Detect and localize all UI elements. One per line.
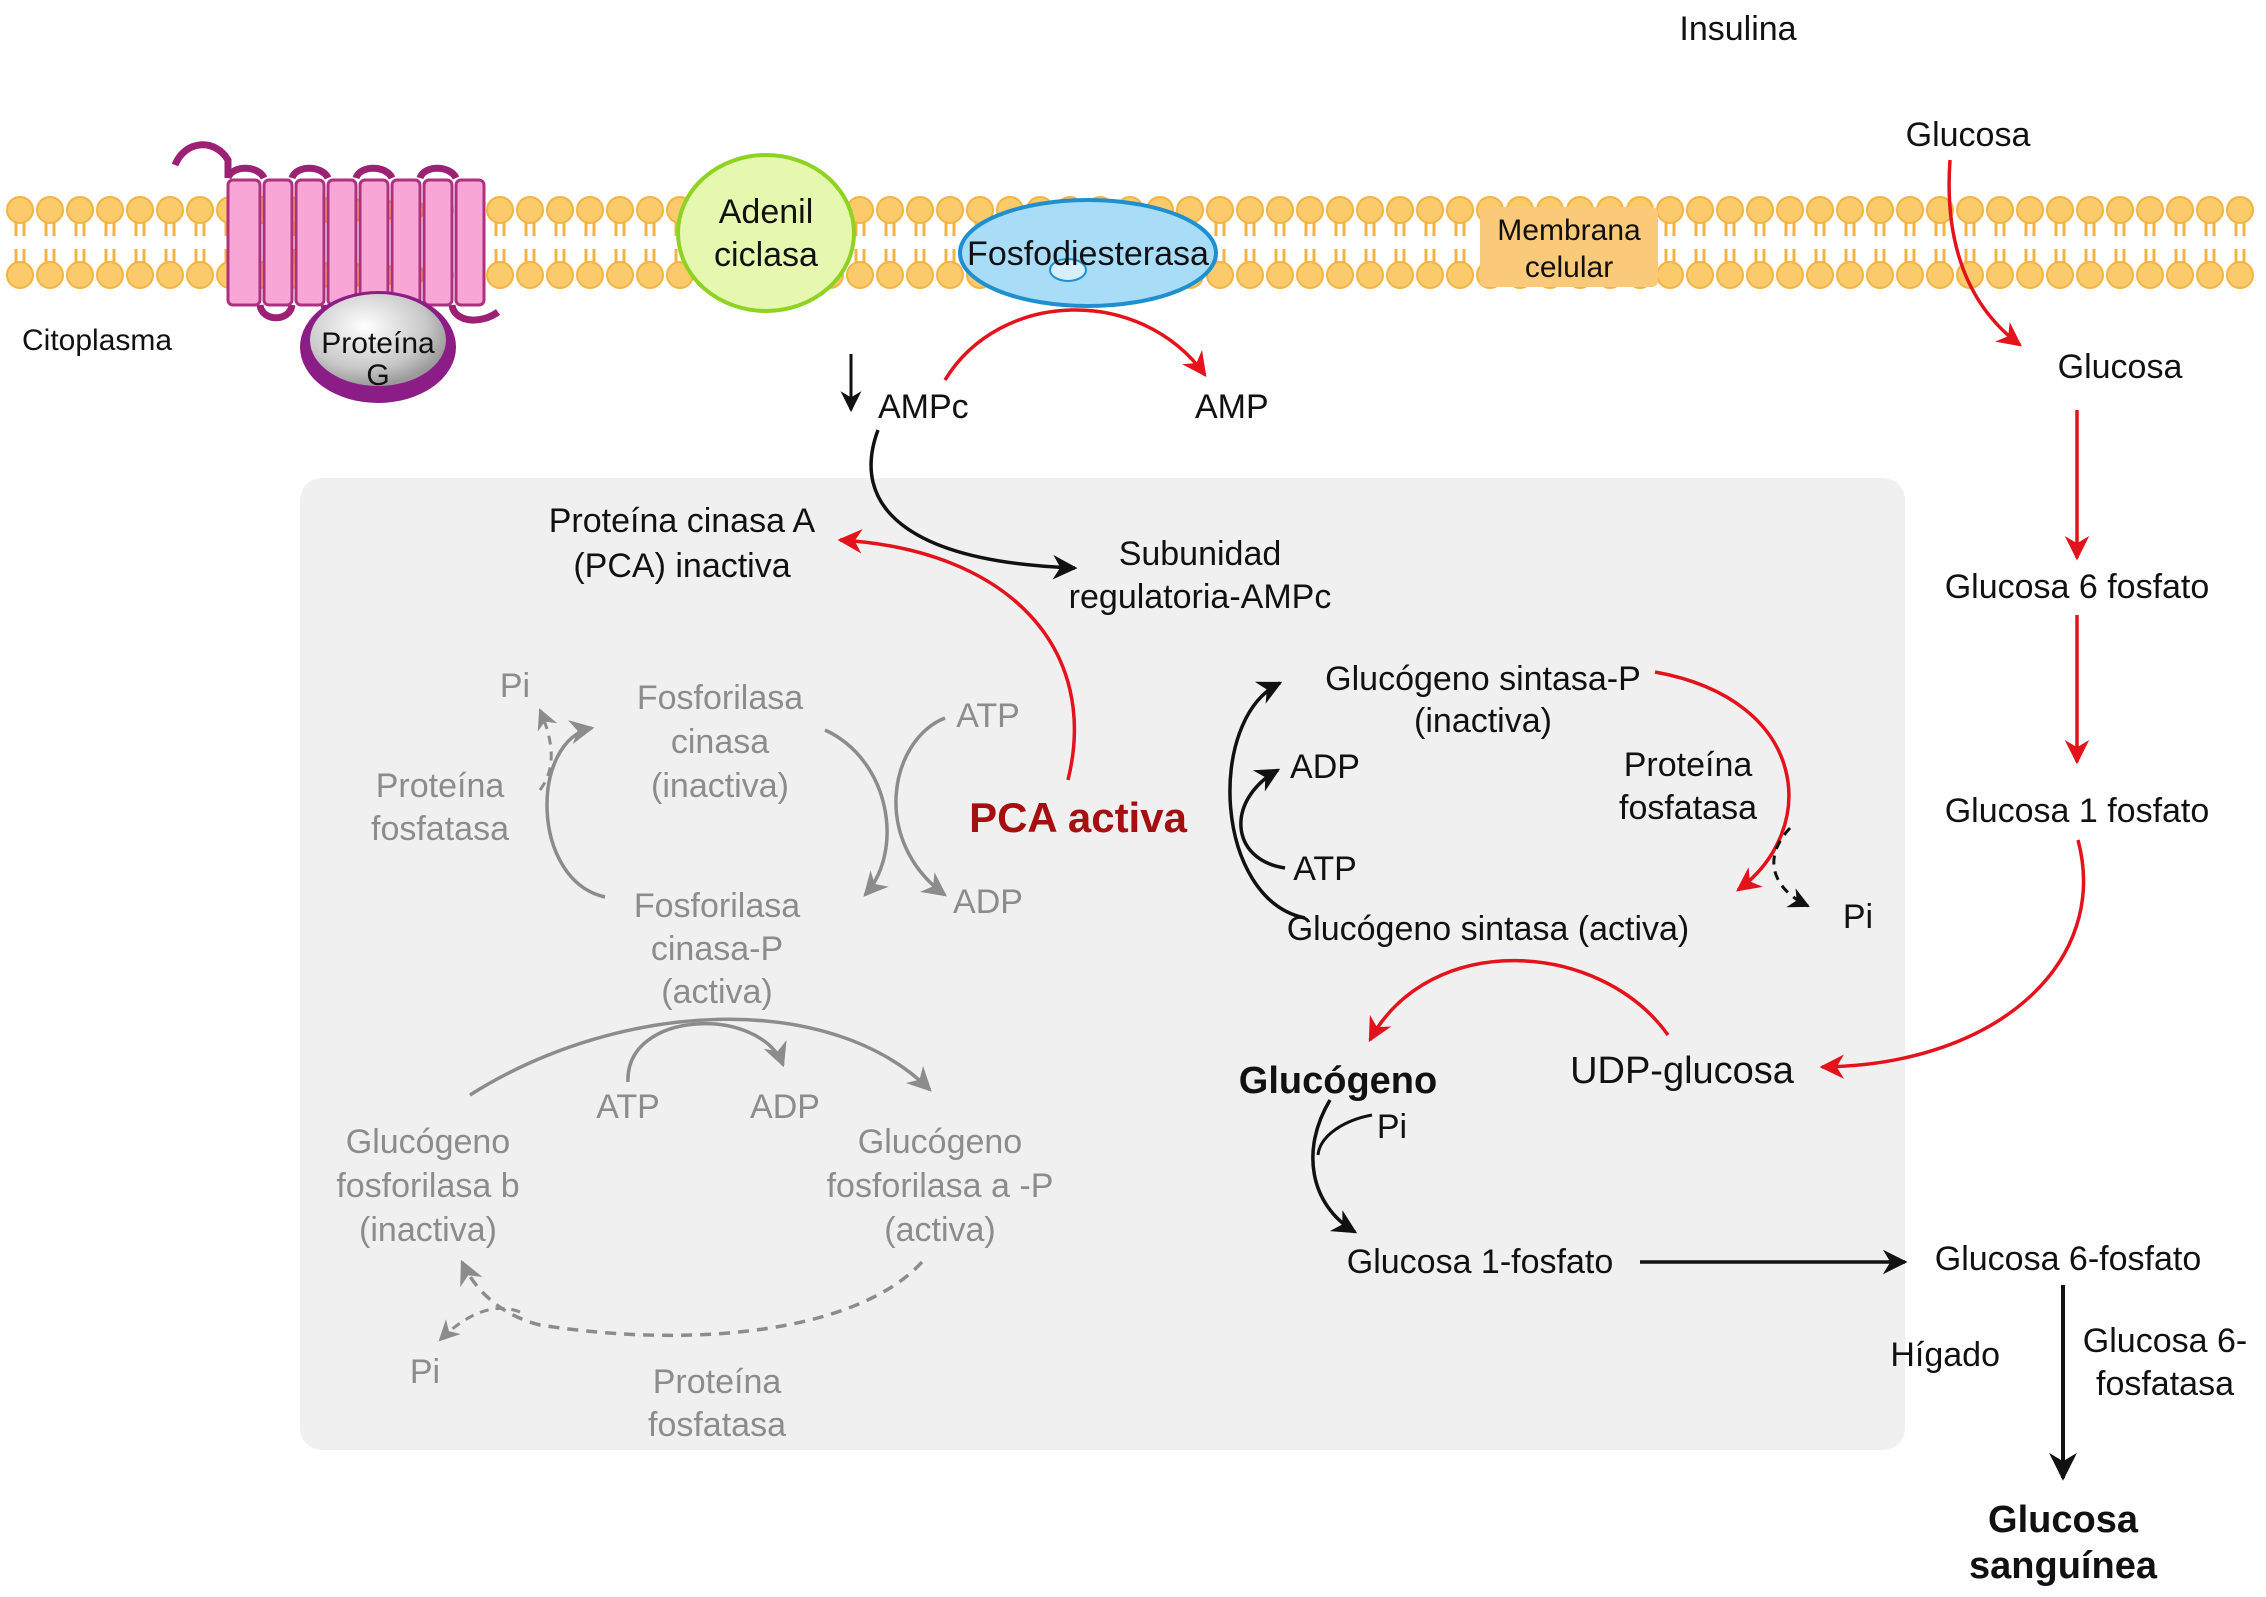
membrane-label-line1: Membrana [1497, 214, 1641, 247]
pi-label-1: Pi [500, 667, 530, 705]
phosphorylase-b-line2: fosforilasa b [336, 1167, 519, 1205]
adenyl-cyclase-label-line2: ciclasa [714, 236, 818, 274]
phosphatase-1-line2: fosfatasa [371, 810, 509, 848]
glycogen-to-g1p-arrow [1311, 1099, 1358, 1234]
phk-inactive-line2: cinasa [671, 723, 769, 761]
ampc-label: AMPc [878, 388, 969, 426]
pi-release-arrow-3 [1772, 826, 1810, 908]
g6p-right-label: Glucosa 6 fosfato [1945, 568, 2210, 606]
insulin-label: Insulina [1679, 10, 1796, 48]
adenyl-cyclase-icon [676, 153, 856, 313]
phosphatase-1-line1: Proteína [376, 767, 505, 805]
ampc-to-amp-arrow [943, 308, 1207, 381]
udp-glucose-label: UDP-glucosa [1570, 1050, 1795, 1092]
g-protein-label-line2: G [366, 359, 389, 392]
phosphodiesterase-label: Fosfodiesterasa [967, 235, 1209, 273]
ampc-to-subunit-arrow [869, 429, 1078, 580]
pi-release-arrow-2 [438, 1306, 521, 1342]
blood-glucose-line2: sanguínea [1969, 1545, 2158, 1587]
pi-label-2: Pi [410, 1353, 440, 1391]
cytoplasm-panel [300, 478, 1905, 1450]
blood-glucose-line1: Glucosa [1988, 1499, 2139, 1541]
pka-inactive-label-line1: Proteína cinasa A [549, 502, 816, 540]
adp-label-1: ADP [953, 883, 1023, 921]
gs-phosphorylation-arrow [1228, 681, 1306, 920]
liver-label: Hígado [1890, 1336, 2000, 1374]
adp-label-2: ADP [750, 1088, 820, 1126]
amp-label: AMP [1195, 388, 1269, 426]
atp-to-adp-arrow-1 [894, 716, 947, 897]
gs-inactive-line1: Glucógeno sintasa-P [1325, 660, 1641, 698]
atp-to-adp-arrow-3 [1239, 768, 1286, 870]
pka-activation-arrow [837, 529, 1077, 781]
gs-active-label: Glucógeno sintasa (activa) [1287, 910, 1690, 948]
subunit-label-line1: Subunidad [1119, 535, 1282, 573]
phosphatase-3-line2: fosfatasa [1619, 789, 1757, 827]
phosphatase-3-line1: Proteína [1624, 746, 1753, 784]
g6pase-line1: Glucosa 6- [2083, 1322, 2247, 1360]
phk-active-line1: Fosforilasa [634, 887, 800, 925]
pka-inactive-label-line2: (PCA) inactiva [573, 547, 790, 585]
pi-label-4: Pi [1377, 1108, 1407, 1146]
atp-label-1: ATP [956, 697, 1020, 735]
udp-to-glycogen-arrow [1368, 958, 1670, 1043]
g-protein-icon [300, 291, 456, 403]
phosphorylase-deactivation-arrow [460, 1259, 924, 1338]
gpcr-receptor-icon [171, 141, 501, 324]
pi-release-arrow-1 [537, 708, 558, 791]
g6p-bottom-label: Glucosa 6-fosfato [1935, 1240, 2201, 1278]
phosphatase-2-line2: fosfatasa [648, 1406, 786, 1444]
phk-deactivation-arrow [545, 720, 606, 899]
phosphorylase-a-line1: Glucógeno [858, 1123, 1022, 1161]
phosphorylase-a-line2: fosforilasa a -P [827, 1167, 1054, 1205]
glucose-internal-label: Glucosa [2058, 348, 2183, 386]
phosphorylase-a-line3: (activa) [884, 1211, 995, 1249]
phk-inactive-line1: Fosforilasa [637, 679, 803, 717]
pi-label-3: Pi [1843, 898, 1873, 936]
pka-active-label: PCA activa [969, 794, 1188, 841]
phosphodiesterase-site-icon [1049, 258, 1087, 282]
membrane-label-box [1480, 207, 1658, 287]
g1p-to-udp-arrow [1819, 839, 2086, 1079]
phk-inactive-line3: (inactiva) [651, 767, 789, 805]
phk-activation-arrow [824, 728, 889, 897]
adenyl-cyclase-label-line1: Adenil [719, 193, 814, 231]
g-protein-label-line1: Proteína [321, 327, 435, 360]
atp-to-adp-arrow-2 [626, 1021, 787, 1083]
g6pase-line2: fosfatasa [2096, 1365, 2234, 1403]
adp-label-3: ADP [1290, 748, 1360, 786]
phosphodiesterase-icon [958, 198, 1218, 308]
glucose-external-label: Glucosa [1906, 116, 2031, 154]
phosphorylase-b-line1: Glucógeno [346, 1123, 510, 1161]
atp-label-2: ATP [596, 1088, 660, 1126]
subunit-label-line2: regulatoria-AMPc [1069, 578, 1332, 616]
g1p-bottom-label: Glucosa 1-fosfato [1347, 1243, 1613, 1281]
glycogen-label: Glucógeno [1239, 1060, 1437, 1102]
gs-inactive-line2: (inactiva) [1414, 702, 1552, 740]
phosphorylase-b-line3: (inactiva) [359, 1211, 497, 1249]
atp-label-3: ATP [1293, 850, 1357, 888]
cytoplasm-label: Citoplasma [22, 324, 172, 357]
membrane-label-line2: celular [1525, 251, 1613, 284]
gs-dephosphorylation-arrow [1654, 670, 1791, 892]
phosphorylase-activation-arrow [469, 1017, 932, 1097]
pi-join-arrow [1316, 1113, 1373, 1156]
glucose-entry-arrow [1947, 159, 2022, 347]
phk-active-line3: (activa) [661, 973, 772, 1011]
g1p-right-label: Glucosa 1 fosfato [1945, 792, 2210, 830]
phosphatase-2-line1: Proteína [653, 1363, 782, 1401]
phk-active-line2: cinasa-P [651, 930, 783, 968]
